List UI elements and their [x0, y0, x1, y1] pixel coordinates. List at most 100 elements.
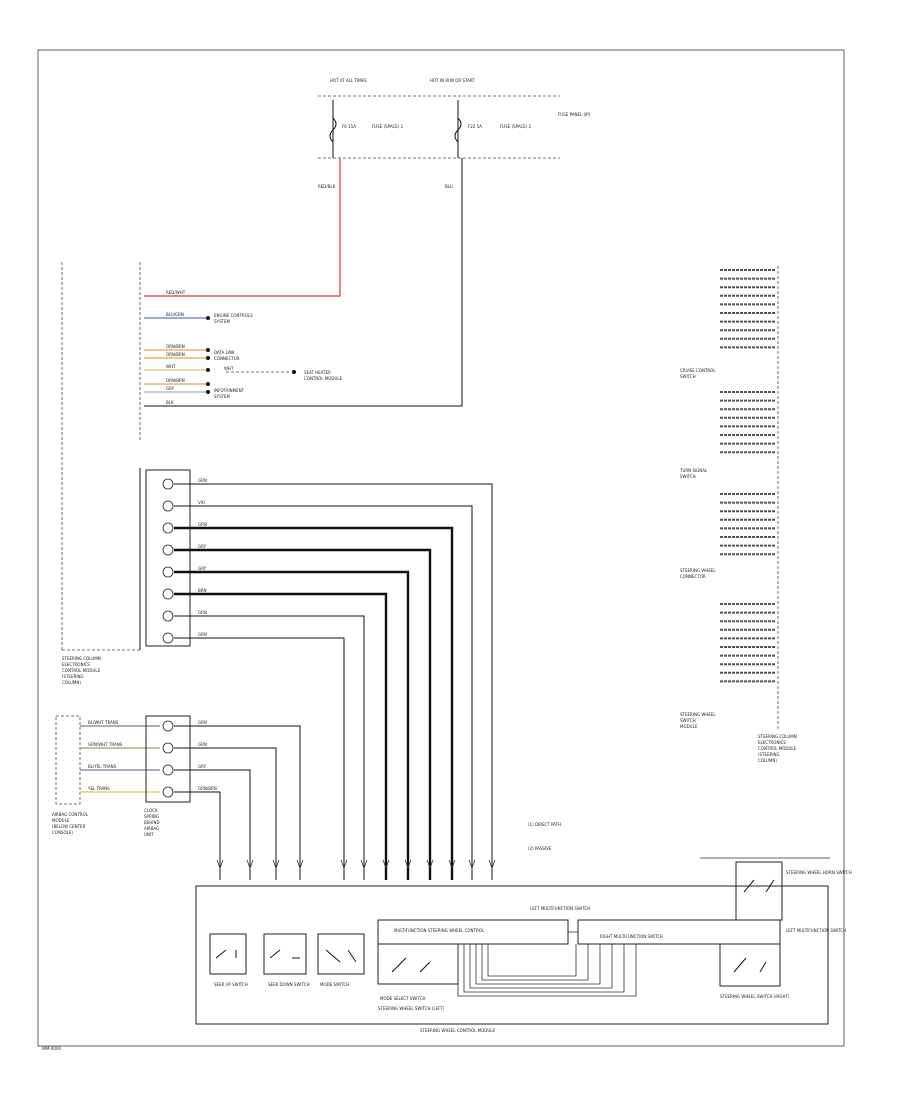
- clock-spring-wire: [174, 769, 251, 880]
- group-label-4: SYSTEM: [214, 394, 230, 399]
- mid-signal-label: WHT: [166, 364, 176, 369]
- right-label-c-2: CONNECTOR: [680, 574, 706, 579]
- mid-signal-label: GRY: [166, 386, 175, 391]
- steering-module-label: STEERING WHEEL CONTROL MODULE: [420, 1028, 496, 1033]
- group-label-1: DATA LINK: [214, 350, 235, 355]
- fuse-wire-right-label: BLU: [445, 184, 453, 189]
- bus-wire: [174, 526, 454, 880]
- right-label-e-4: (STEERING: [758, 752, 780, 757]
- fuse-right-label: FUSE (SPACE) 2: [500, 124, 532, 129]
- seek-up-switch: [209, 933, 247, 975]
- diagram-frame: [37, 49, 845, 1047]
- clock-spring-arrow: [296, 859, 304, 870]
- right-bottom-label: STEERING WHEEL SWITCH (RIGHT): [720, 994, 790, 999]
- connector-housing: [145, 469, 191, 647]
- bus-wire: [174, 615, 365, 880]
- bus-wire: [174, 483, 493, 880]
- fuse-left-symbol: [329, 117, 337, 143]
- airbag-wire-label: BL/WHT TRANS: [88, 720, 119, 725]
- note-1: (1) DIRECT PATH: [528, 822, 561, 827]
- clock-spring-arrow: [216, 859, 224, 870]
- bus-wire-arrow: [340, 859, 348, 870]
- horn-switch-label: STEERING WHEEL HORN SWITCH: [786, 870, 852, 875]
- right-label-c-1: STEERING WHEEL: [680, 568, 716, 573]
- internal-link: [475, 944, 601, 985]
- connector-wire-label: BRN: [198, 588, 207, 593]
- multifunction-label: MULTIFUNCTION STEERING WHEEL CONTROL: [394, 928, 485, 933]
- clock-spring-label-4: AIRBAG: [144, 826, 159, 831]
- power-wire-label: RED/WHT: [166, 290, 186, 295]
- aux-label-1: SEAT HEATER: [304, 370, 331, 375]
- internal-link: [463, 944, 625, 993]
- fuse-right-id: F22 5A: [468, 124, 482, 129]
- right-multi-label: RIGHT MULTIFUNCTION SWITCH: [600, 934, 663, 939]
- fuse-wire-left-label: RED/BLK: [318, 184, 336, 189]
- mid-signal-label: ORN/BRN: [166, 344, 185, 349]
- internal-link: [487, 944, 577, 977]
- horn-switch-contact: [743, 879, 775, 893]
- connector-wire-label: GRN: [198, 478, 207, 483]
- left-module-label-4: (STEERING: [62, 674, 84, 679]
- right-label-e-3: CONTROL MODULE: [758, 746, 797, 751]
- airbag-wire-label: BL/YEL TRANS: [88, 764, 117, 769]
- mode-select-switch: [377, 943, 459, 985]
- airbag-wire-label: YEL TRANS: [87, 786, 110, 791]
- airbag-label-1: AIRBAG CONTROL: [52, 812, 89, 817]
- airbag-label-4: CONSOLE): [52, 830, 73, 835]
- connector-pin: [162, 500, 174, 512]
- right-module: CRUISE CONTROL SWITCH TURN SIGNAL SWITCH…: [679, 266, 797, 763]
- mid-signal-terminal: [206, 382, 210, 386]
- connector-wire-label: GRN: [198, 522, 207, 527]
- connector-pin: [162, 588, 174, 600]
- aux-wire-label: WHT: [224, 366, 234, 371]
- clock-spring: CLOCK SPRING BEHIND AIRBAG UNIT: [144, 808, 160, 837]
- right-label-e-1: STEERING COLUMN: [758, 734, 797, 739]
- right-multifunction-box: [577, 919, 781, 945]
- seek-up-contact: [215, 949, 237, 959]
- connector-pin: [162, 632, 174, 644]
- side-label: LEFT MULTIFUNCTION SWITCH: [786, 928, 846, 933]
- left-module-label-2: ELECTRONICS: [62, 662, 90, 667]
- airbag-label-3: (BELOW CENTER: [52, 824, 86, 829]
- power-wire-blue-feed: [144, 158, 463, 407]
- internal-link: [469, 944, 613, 989]
- bus-wire-arrow: [382, 859, 390, 870]
- mid-signal-terminal: [206, 348, 210, 352]
- right-switch: [719, 943, 781, 987]
- hot-at-right: HOT IN RUN OR START: [430, 78, 475, 83]
- right-label-d-1: STEERING WHEEL: [680, 712, 716, 717]
- switch-label-3: MODE SWITCH: [320, 982, 349, 987]
- right-label-b-1: TURN SIGNAL: [679, 468, 708, 473]
- bus-wire-terminal: [206, 316, 210, 320]
- right-label-b-2: SWITCH: [680, 474, 696, 479]
- ground-wire-label: BLK: [166, 400, 174, 405]
- bus-label-1: ENGINE CONTROLS: [214, 313, 253, 318]
- connector-pin: [162, 566, 174, 578]
- clock-spring-wire: [174, 747, 277, 880]
- clock-spring-pin: [162, 786, 174, 798]
- seek-down-switch: [263, 933, 307, 975]
- clock-spring-wire-label: GRY: [198, 764, 207, 769]
- bus-wire: [174, 548, 432, 880]
- note-2: (2) PASSIVE: [528, 846, 552, 851]
- bus-wire-arrow: [426, 859, 434, 870]
- mid-signal-terminal: [206, 356, 210, 360]
- airbag-module-outline: [55, 715, 81, 805]
- left-module-label-5: COLUMN): [62, 680, 81, 685]
- right-switch-contact: [733, 957, 767, 973]
- group-label-3: INFOTAINMENT: [214, 388, 245, 393]
- group-label-2: CONNECTOR: [214, 356, 240, 361]
- bus-wire: [174, 592, 388, 880]
- hot-at-left: HOT AT ALL TIMES: [330, 78, 367, 83]
- clock-spring-pin: [162, 742, 174, 754]
- connector-pin: [162, 544, 174, 556]
- clock-spring-wire: [174, 725, 301, 880]
- airbag-module: AIRBAG CONTROL MODULE (BELOW CENTER CONS…: [52, 715, 89, 835]
- left-switch-label: MODE SELECT SWITCH: [380, 996, 426, 1001]
- bus-wire-arrow: [404, 859, 412, 870]
- bus-wire: [174, 505, 473, 880]
- clock-spring-pin: [162, 764, 174, 776]
